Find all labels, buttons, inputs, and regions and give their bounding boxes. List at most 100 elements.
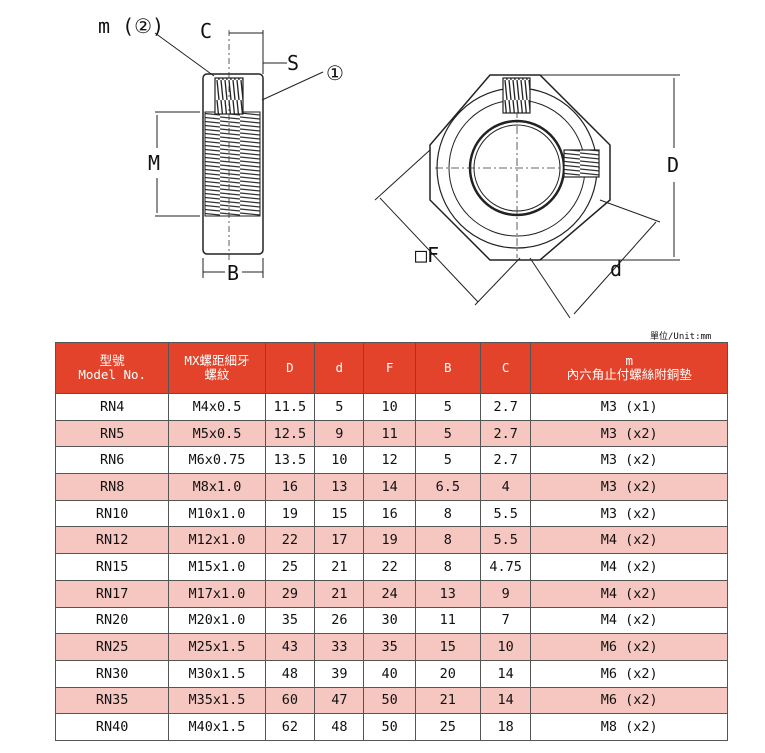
table-cell: 6.5 (414, 473, 481, 501)
table-cell: M35x1.5 (168, 686, 266, 715)
table-cell: M5x0.5 (168, 419, 266, 448)
table-cell: 21 (414, 686, 481, 715)
table-cell: M25x1.5 (168, 633, 266, 661)
table-cell: 16 (363, 499, 416, 528)
table-cell: M17x1.0 (168, 579, 266, 608)
header-thread: MX螺距細牙螺紋 (168, 342, 266, 394)
table-cell: 11 (363, 419, 416, 448)
table-cell: 24 (363, 579, 416, 608)
table-cell: 30 (363, 606, 416, 635)
table-cell: 14 (363, 473, 416, 501)
table-cell: M8 (x2) (530, 713, 728, 741)
label-d-upper: D (667, 153, 679, 177)
table-cell: 33 (314, 633, 365, 661)
table-cell: M6 (x2) (530, 633, 728, 661)
table-cell: 13 (314, 473, 365, 501)
table-cell: RN40 (54, 713, 170, 741)
table-cell: 25 (414, 713, 481, 741)
label-f: □F (415, 243, 439, 267)
unit-note: 單位/Unit:mm (650, 332, 712, 342)
table-cell: 5.5 (479, 499, 532, 528)
table-cell: 11.5 (264, 393, 316, 421)
table-cell: 35 (363, 633, 416, 661)
table-cell: RN5 (54, 419, 170, 448)
table-cell: 60 (264, 686, 316, 715)
table-cell: M3 (x2) (530, 499, 728, 528)
table-cell: 14 (479, 686, 532, 715)
table-cell: 18 (479, 713, 532, 741)
table-cell: M4 (x2) (530, 526, 728, 555)
table-cell: RN8 (54, 473, 170, 501)
table-cell: 35 (264, 606, 316, 635)
table-cell: M3 (x2) (530, 419, 728, 448)
table-cell: 12 (363, 446, 416, 475)
table-cell: M6 (x2) (530, 659, 728, 688)
table-cell: 26 (314, 606, 365, 635)
table-cell: M8x1.0 (168, 473, 266, 501)
table-cell: 9 (314, 419, 365, 448)
table-cell: 5 (314, 393, 365, 421)
table-cell: M4x0.5 (168, 393, 266, 421)
header-d-lower: d (314, 342, 365, 394)
label-b: B (227, 261, 239, 285)
technical-drawing: m (②) C S ① M B D □F d (98, 14, 680, 319)
label-s: S (287, 51, 299, 75)
table-cell: 5.5 (479, 526, 532, 555)
table-cell: RN12 (54, 526, 170, 555)
table-cell: RN10 (54, 499, 170, 528)
table-cell: 12.5 (264, 419, 316, 448)
table-cell: 5 (414, 446, 481, 475)
table-cell: 19 (264, 499, 316, 528)
table-cell: 9 (479, 579, 532, 608)
header-d-upper: D (264, 342, 316, 394)
table-cell: 14 (479, 659, 532, 688)
table-cell: 5 (414, 393, 481, 421)
table-cell: 10 (314, 446, 365, 475)
side-view (154, 30, 324, 278)
table-cell: M6 (x2) (530, 686, 728, 715)
table-cell: 22 (264, 526, 316, 555)
table-cell: RN20 (54, 606, 170, 635)
header-b: B (414, 342, 481, 394)
table-cell: M3 (x1) (530, 393, 728, 421)
table-cell: RN4 (54, 393, 170, 421)
table-cell: 48 (314, 713, 365, 741)
table-cell: 15 (314, 499, 365, 528)
table-cell: 7 (479, 606, 532, 635)
table-cell: 13 (414, 579, 481, 608)
table-cell: RN15 (54, 553, 170, 581)
table-cell: 17 (314, 526, 365, 555)
table-cell: 29 (264, 579, 316, 608)
header-f: F (363, 342, 416, 394)
table-cell: 22 (363, 553, 416, 581)
label-m2: m (②) (98, 14, 164, 38)
table-cell: M10x1.0 (168, 499, 266, 528)
table-cell: 8 (414, 553, 481, 581)
table-cell: 50 (363, 686, 416, 715)
table-cell: 21 (314, 553, 365, 581)
table-cell: 15 (414, 633, 481, 661)
label-m: M (148, 151, 160, 175)
table-cell: M6x0.75 (168, 446, 266, 475)
table-cell: 5 (414, 419, 481, 448)
table-cell: 13.5 (264, 446, 316, 475)
table-cell: 8 (414, 499, 481, 528)
table-cell: M3 (x2) (530, 473, 728, 501)
table-cell: 19 (363, 526, 416, 555)
table-cell: 50 (363, 713, 416, 741)
table-cell: 10 (363, 393, 416, 421)
table-cell: 16 (264, 473, 316, 501)
table-cell: 10 (479, 633, 532, 661)
table-cell: M4 (x2) (530, 553, 728, 581)
table-cell: M12x1.0 (168, 526, 266, 555)
